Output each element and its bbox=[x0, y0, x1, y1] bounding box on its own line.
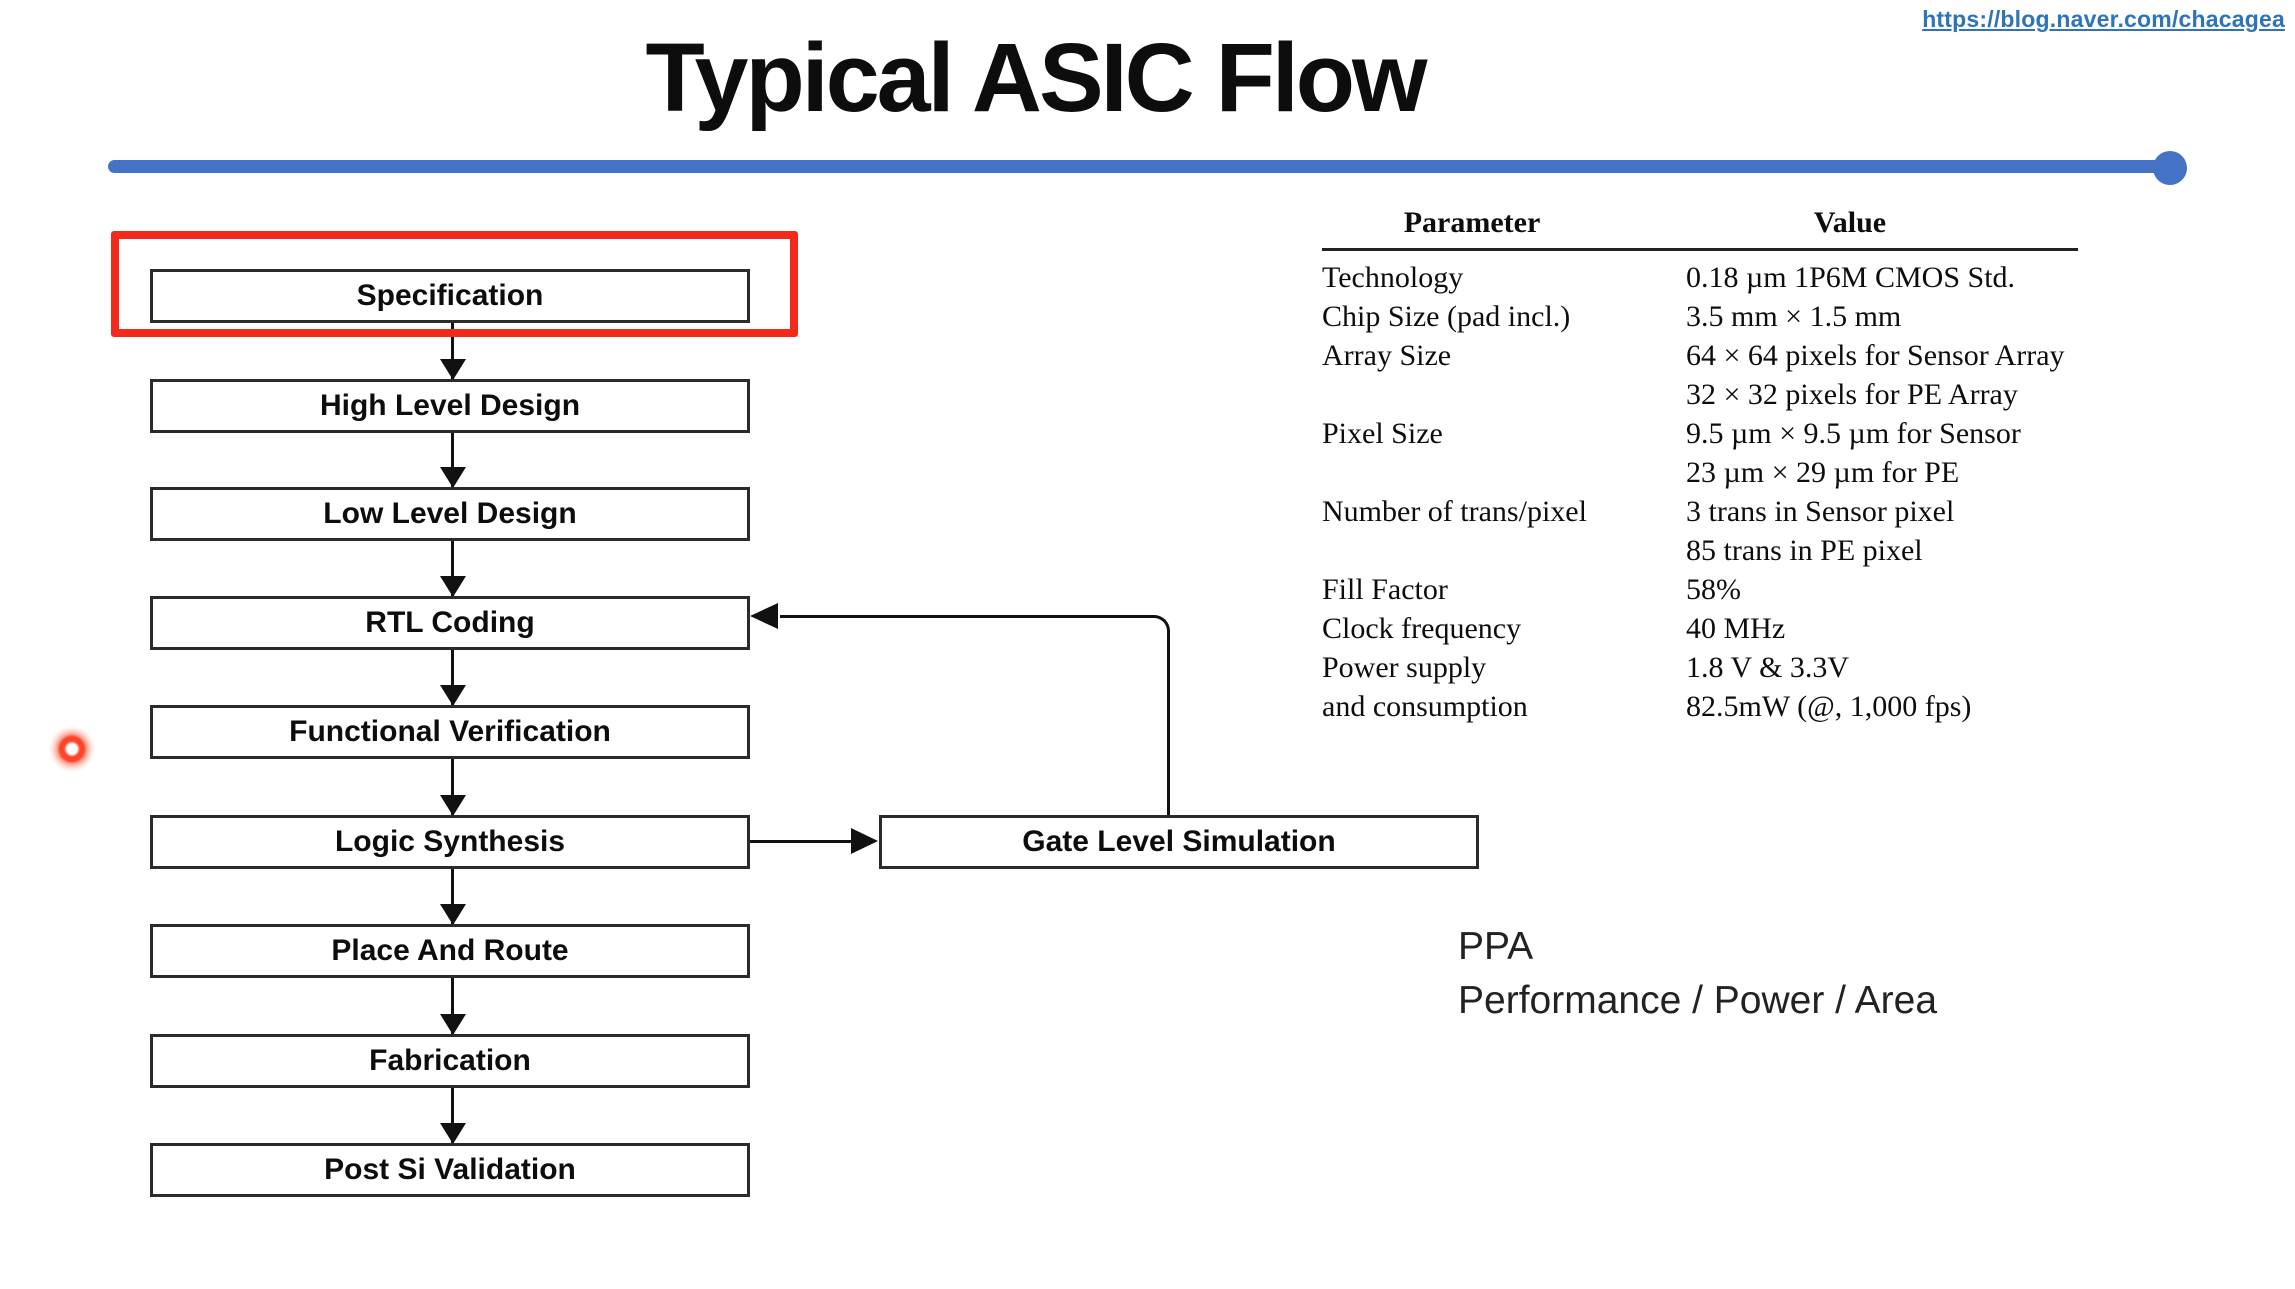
divider-dot-icon bbox=[2153, 151, 2187, 185]
down-arrow-icon bbox=[451, 650, 454, 705]
parameter-table: Parameter Value Technology 0.18 µm 1P6M … bbox=[1322, 206, 2078, 726]
ppa-annotation: PPA Performance / Power / Area bbox=[1458, 920, 1937, 1028]
highlight-box bbox=[111, 231, 798, 337]
value-cell: 1.8 V & 3.3V bbox=[1686, 648, 2078, 687]
flow-step-label: Gate Level Simulation bbox=[1022, 825, 1336, 858]
flow-step-label: High Level Design bbox=[319, 389, 581, 422]
down-arrow-icon bbox=[451, 1087, 454, 1143]
feedback-path-line bbox=[780, 615, 1170, 815]
value-cell: 82.5mW (@, 1,000 fps) bbox=[1686, 687, 2078, 726]
param-cell: Array Size bbox=[1322, 339, 1452, 372]
flow-step-label: Fabrication bbox=[369, 1044, 531, 1077]
flow-step-label: Place And Route bbox=[331, 934, 569, 967]
flow-step-label: Functional Verification bbox=[289, 715, 611, 748]
value-line: 3 trans in Sensor pixel bbox=[1686, 495, 1955, 528]
flow-step-place-and-route: Place And Route bbox=[150, 924, 750, 978]
table-header-row: Parameter Value bbox=[1322, 206, 2078, 251]
param-cell: Fill Factor bbox=[1322, 573, 1448, 606]
table-header-parameter: Parameter bbox=[1403, 206, 1541, 239]
down-arrow-icon bbox=[451, 978, 454, 1034]
table-row: Technology 0.18 µm 1P6M CMOS Std. bbox=[1322, 258, 2078, 297]
value-line: 58% bbox=[1686, 573, 1741, 606]
value-cell: 9.5 µm × 9.5 µm for Sensor 23 µm × 29 µm… bbox=[1686, 414, 2078, 492]
value-line: 82.5mW (@, 1,000 fps) bbox=[1686, 690, 1972, 723]
flow-step-logic-synthesis: Logic Synthesis bbox=[150, 815, 750, 869]
flow-step-label: Post Si Validation bbox=[324, 1153, 576, 1186]
value-cell: 40 MHz bbox=[1686, 609, 2078, 648]
flow-step-high-level-design: High Level Design bbox=[150, 379, 750, 433]
flow-step-label: Logic Synthesis bbox=[334, 825, 566, 858]
flow-step-label: Low Level Design bbox=[323, 497, 577, 530]
down-arrow-icon bbox=[451, 759, 454, 815]
flow-step-specification: Specification bbox=[150, 269, 750, 323]
source-link[interactable]: https://blog.naver.com/chacagea bbox=[1922, 6, 2285, 32]
flow-step-post-si-validation: Post Si Validation bbox=[150, 1143, 750, 1197]
flow-step-rtl-coding: RTL Coding bbox=[150, 596, 750, 650]
down-arrow-icon bbox=[451, 323, 454, 379]
value-cell: 0.18 µm 1P6M CMOS Std. bbox=[1686, 258, 2078, 297]
value-line: 40 MHz bbox=[1686, 612, 1786, 645]
flow-step-label: RTL Coding bbox=[365, 606, 535, 639]
param-cell: and consumption bbox=[1322, 690, 1528, 723]
value-line: 32 × 32 pixels for PE Array bbox=[1686, 378, 2018, 411]
down-arrow-icon bbox=[451, 869, 454, 924]
down-arrow-icon bbox=[451, 541, 454, 596]
left-arrow-icon bbox=[750, 603, 778, 629]
value-cell: 3.5 mm × 1.5 mm bbox=[1686, 297, 2078, 336]
right-arrow-line bbox=[750, 840, 853, 843]
table-row: and consumption 82.5mW (@, 1,000 fps) bbox=[1322, 687, 2078, 726]
ppa-acronym: PPA bbox=[1458, 925, 1534, 968]
flow-step-label: Specification bbox=[356, 279, 544, 312]
flow-step-functional-verification: Functional Verification bbox=[150, 705, 750, 759]
laser-pointer-icon bbox=[49, 726, 95, 772]
table-row: Chip Size (pad incl.) 3.5 mm × 1.5 mm bbox=[1322, 297, 2078, 336]
param-cell: Chip Size (pad incl.) bbox=[1322, 300, 1571, 333]
table-row: Number of trans/pixel 3 trans in Sensor … bbox=[1322, 492, 2078, 570]
table-row: Power supply 1.8 V & 3.3V bbox=[1322, 648, 2078, 687]
value-line: 1.8 V & 3.3V bbox=[1686, 651, 1850, 684]
value-line: 3.5 mm × 1.5 mm bbox=[1686, 300, 1902, 333]
value-cell: 58% bbox=[1686, 570, 2078, 609]
param-cell: Number of trans/pixel bbox=[1322, 495, 1587, 528]
table-row: Array Size 64 × 64 pixels for Sensor Arr… bbox=[1322, 336, 2078, 414]
param-cell: Pixel Size bbox=[1322, 417, 1443, 450]
param-cell: Power supply bbox=[1322, 651, 1487, 684]
value-line: 64 × 64 pixels for Sensor Array bbox=[1686, 339, 2065, 372]
param-cell: Clock frequency bbox=[1322, 612, 1522, 645]
table-row: Fill Factor 58% bbox=[1322, 570, 2078, 609]
value-line: 9.5 µm × 9.5 µm for Sensor bbox=[1686, 417, 2021, 450]
param-cell: Technology bbox=[1322, 261, 1464, 294]
flow-step-fabrication: Fabrication bbox=[150, 1034, 750, 1088]
flow-step-gate-level-simulation: Gate Level Simulation bbox=[879, 815, 1479, 869]
value-cell: 3 trans in Sensor pixel 85 trans in PE p… bbox=[1686, 492, 2078, 570]
ppa-expansion: Performance / Power / Area bbox=[1458, 979, 1938, 1022]
table-row: Pixel Size 9.5 µm × 9.5 µm for Sensor 23… bbox=[1322, 414, 2078, 492]
table-body: Technology 0.18 µm 1P6M CMOS Std. Chip S… bbox=[1322, 251, 2078, 726]
right-arrow-icon bbox=[851, 828, 878, 854]
table-header-value: Value bbox=[1813, 206, 1887, 239]
value-cell: 64 × 64 pixels for Sensor Array 32 × 32 … bbox=[1686, 336, 2078, 414]
down-arrow-icon bbox=[451, 433, 454, 487]
value-line: 23 µm × 29 µm for PE bbox=[1686, 456, 1960, 489]
page-title: Typical ASIC Flow bbox=[645, 23, 1428, 132]
divider-line bbox=[108, 160, 2160, 173]
value-line: 0.18 µm 1P6M CMOS Std. bbox=[1686, 261, 2016, 294]
value-line: 85 trans in PE pixel bbox=[1686, 534, 1923, 567]
flow-step-low-level-design: Low Level Design bbox=[150, 487, 750, 541]
table-row: Clock frequency 40 MHz bbox=[1322, 609, 2078, 648]
